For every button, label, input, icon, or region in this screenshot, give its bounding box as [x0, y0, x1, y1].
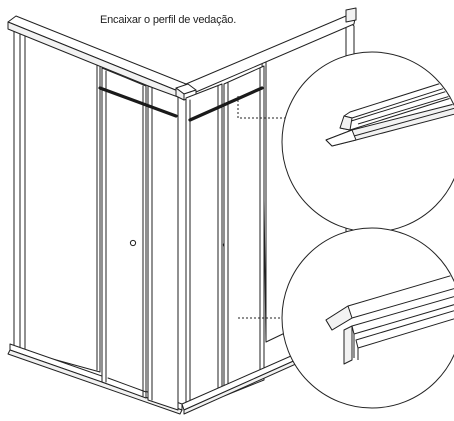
right-inner-door	[223, 65, 265, 397]
left-door-knob	[129, 239, 137, 247]
left-fixed-panel	[13, 25, 101, 373]
detail-circle-bottom	[281, 227, 454, 409]
corner-glass-left	[147, 85, 179, 411]
seal-profiles	[98, 86, 264, 122]
instruction-caption: Encaixar o perfil de vedação.	[100, 14, 237, 26]
left-sliding-door	[101, 67, 147, 399]
leader-lines	[237, 96, 290, 319]
right-sliding-door	[185, 83, 223, 411]
detail-circle-top	[281, 51, 454, 233]
